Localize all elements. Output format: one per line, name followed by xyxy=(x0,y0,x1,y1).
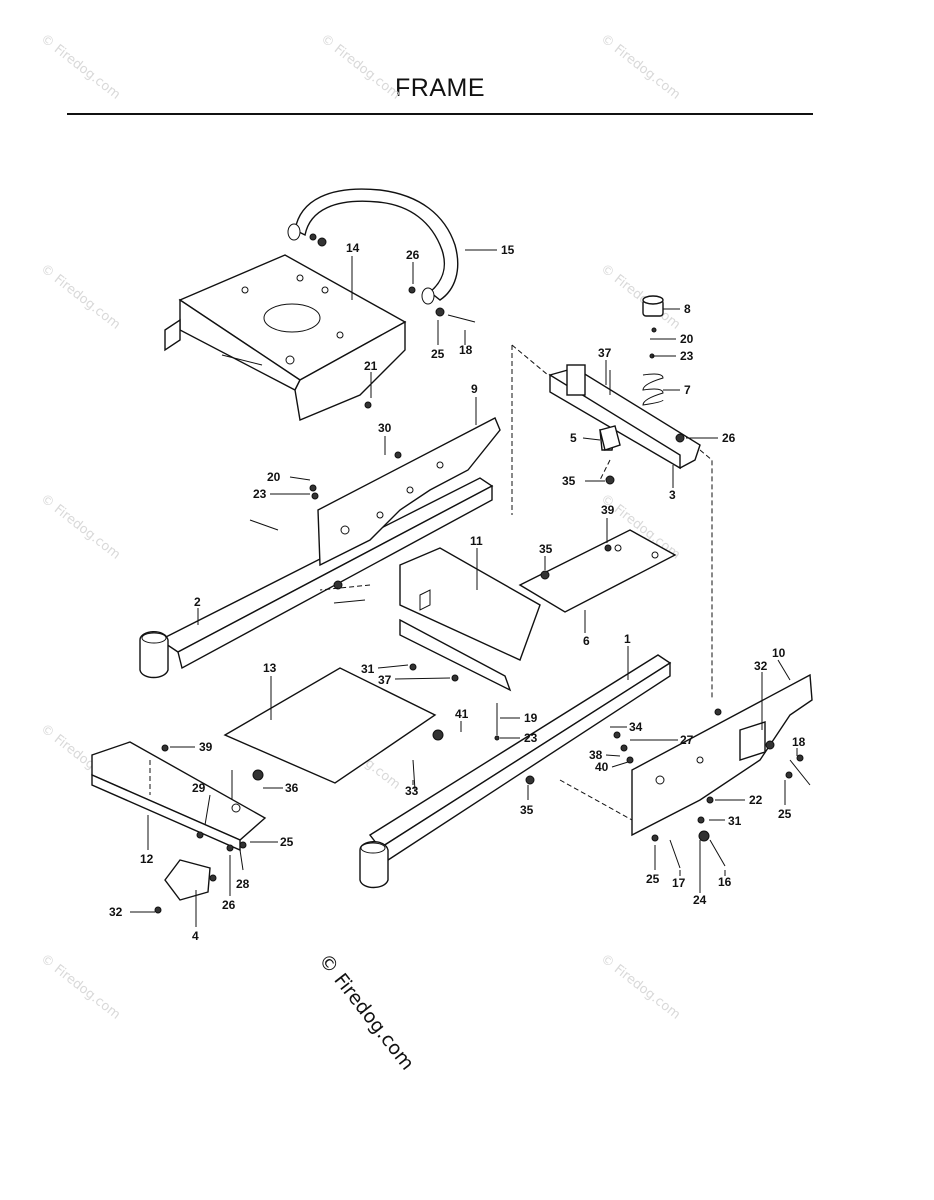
floor-mat-part xyxy=(223,667,437,784)
callout-5: 5 xyxy=(570,431,577,445)
watermark: © Firedog.com xyxy=(598,951,683,1022)
callout-26: 26 xyxy=(722,431,736,445)
watermark: © Firedog.com xyxy=(318,31,403,102)
callout-23: 23 xyxy=(680,349,694,363)
callout-25: 25 xyxy=(431,347,445,361)
callout-37: 37 xyxy=(378,673,392,687)
watermark: © Firedog.com xyxy=(38,261,123,332)
copyright-text: © Firedog.com xyxy=(314,950,418,1075)
callout-13: 13 xyxy=(263,661,277,675)
callout-40: 40 xyxy=(595,760,609,774)
callout-29: 29 xyxy=(192,781,206,795)
bumper-part xyxy=(642,295,664,317)
hinge-part xyxy=(599,425,621,451)
callout-26: 26 xyxy=(406,248,420,262)
callout-35: 35 xyxy=(520,803,534,817)
callout-28: 28 xyxy=(236,877,250,891)
callout-9: 9 xyxy=(471,382,478,396)
callout-26: 26 xyxy=(222,898,236,912)
small-bracket-part xyxy=(164,859,211,901)
callout-2: 2 xyxy=(194,595,201,609)
callout-15: 15 xyxy=(501,243,515,257)
callout-22: 22 xyxy=(749,793,763,807)
callout-16: 16 xyxy=(718,875,732,889)
watermark: © Firedog.com xyxy=(38,31,123,102)
callout-25: 25 xyxy=(646,872,660,886)
callout-24: 24 xyxy=(693,893,707,907)
seat-plate-part xyxy=(164,254,407,421)
callout-33: 33 xyxy=(405,784,419,798)
callout-38: 38 xyxy=(589,748,603,762)
callout-21: 21 xyxy=(364,359,378,373)
callout-10: 10 xyxy=(772,646,786,660)
watermark: © Firedog.com xyxy=(38,951,123,1022)
callout-25: 25 xyxy=(280,835,294,849)
callout-32: 32 xyxy=(754,659,768,673)
callout-4: 4 xyxy=(192,929,199,943)
watermark: © Firedog.com xyxy=(38,491,123,562)
callout-20: 20 xyxy=(680,332,694,346)
callout-27: 27 xyxy=(680,733,694,747)
callout-31: 31 xyxy=(361,662,375,676)
watermark: © Firedog.com xyxy=(598,31,683,102)
callout-labels: 15 14 26 25 18 21 8 20 23 37 7 5 26 35 3… xyxy=(109,241,806,943)
callout-35: 35 xyxy=(539,542,553,556)
spring-part xyxy=(642,373,664,406)
seat-bracket-part xyxy=(399,547,541,692)
side-plate-part xyxy=(317,417,501,567)
callout-20: 20 xyxy=(267,470,281,484)
callout-11: 11 xyxy=(470,534,483,548)
handle-bar-part xyxy=(287,188,459,305)
callout-14: 14 xyxy=(346,241,360,255)
callout-41: 41 xyxy=(455,707,469,721)
watermark: © Firedog.com xyxy=(598,261,683,332)
callout-1: 1 xyxy=(624,632,631,646)
callout-37: 37 xyxy=(598,346,612,360)
title-underline xyxy=(67,113,813,115)
leader-lines xyxy=(130,249,798,927)
callout-25: 25 xyxy=(778,807,792,821)
right-side-plate-part xyxy=(631,673,813,837)
callout-6: 6 xyxy=(583,634,590,648)
callout-8: 8 xyxy=(684,302,691,316)
right-frame-rail-part xyxy=(359,654,672,889)
callout-18: 18 xyxy=(792,735,806,749)
callout-18: 18 xyxy=(459,343,473,357)
left-deck-panel-part xyxy=(91,741,267,852)
fasteners xyxy=(154,233,811,914)
callout-23: 23 xyxy=(253,487,267,501)
callout-31: 31 xyxy=(728,814,742,828)
callout-17: 17 xyxy=(672,876,686,890)
callout-36: 36 xyxy=(285,781,299,795)
callout-7: 7 xyxy=(684,383,691,397)
callout-30: 30 xyxy=(378,421,392,435)
callout-12: 12 xyxy=(140,852,154,866)
rear-bracket-part xyxy=(548,364,701,470)
callout-23: 23 xyxy=(524,731,538,745)
assembly-dash-lines xyxy=(149,344,713,821)
floor-plate-part xyxy=(518,529,677,613)
callout-34: 34 xyxy=(629,720,643,734)
callout-3: 3 xyxy=(669,488,676,502)
page-title: FRAME xyxy=(395,74,485,102)
callout-39: 39 xyxy=(199,740,213,754)
callout-32: 32 xyxy=(109,905,123,919)
callout-19: 19 xyxy=(524,711,538,725)
callout-39: 39 xyxy=(601,503,615,517)
callout-35: 35 xyxy=(562,474,576,488)
